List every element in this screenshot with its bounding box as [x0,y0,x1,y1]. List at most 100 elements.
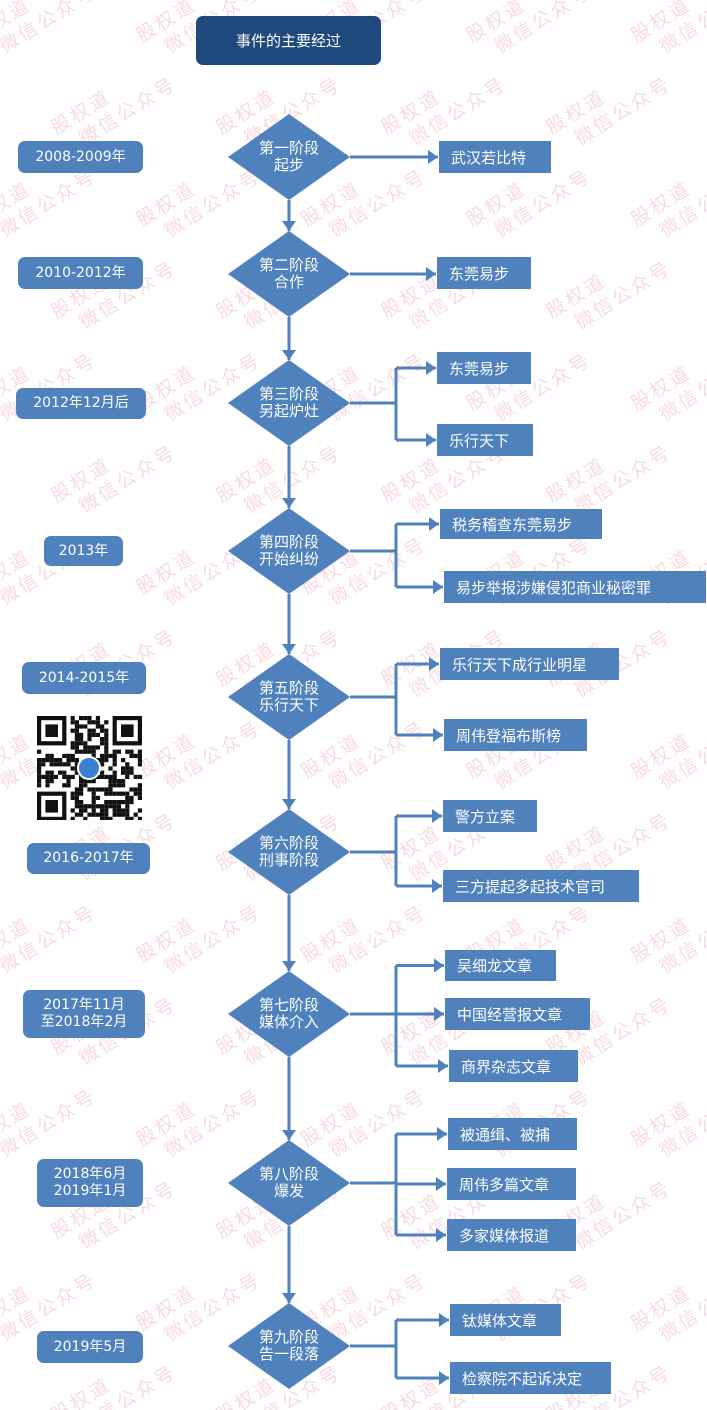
arrowhead-icon [282,221,296,231]
arrowhead-icon [436,1177,446,1191]
stage-label: 第二阶段合作 [228,231,350,317]
arrowhead-icon [282,1293,296,1303]
event-box: 东莞易步 [437,257,531,289]
stage-name: 媒体介入 [258,1013,319,1031]
stage-diamond: 第九阶段告一段落 [228,1303,350,1389]
stage-number: 第四阶段 [258,533,319,551]
diamond-shape [228,1303,350,1389]
arrowhead-icon [432,879,442,893]
diamond-shape [228,231,350,317]
stage-name: 刑事阶段 [258,851,319,869]
stage-name: 另起炉灶 [258,402,319,420]
stage-label: 第七阶段媒体介入 [228,971,350,1057]
event-box: 多家媒体报道 [447,1219,576,1251]
stage-diamond: 第五阶段乐行天下 [228,654,350,740]
event-box: 检察院不起诉决定 [450,1362,611,1394]
arrowhead-icon [426,361,436,375]
stage-number: 第二阶段 [258,256,319,274]
event-box: 周伟多篇文章 [447,1168,576,1200]
diamond-shape [228,508,350,594]
stage-date: 2013年 [44,536,123,566]
event-box: 乐行天下 [437,424,533,456]
stage-label: 第六阶段刑事阶段 [228,809,350,895]
stage-diamond: 第二阶段合作 [228,231,350,317]
stage-number: 第一阶段 [258,139,319,157]
event-box: 中国经营报文章 [445,998,590,1030]
event-box: 武汉若比特 [439,141,551,173]
stage-label: 第八阶段爆发 [228,1140,350,1226]
stage-name: 开始纠纷 [258,550,319,568]
event-box: 易步举报涉嫌侵犯商业秘密罪 [444,571,706,603]
stage-diamond: 第七阶段媒体介入 [228,971,350,1057]
diamond-shape [228,114,350,200]
event-box: 吴细龙文章 [445,950,556,981]
stage-number: 第九阶段 [258,1328,319,1346]
arrowhead-icon [428,150,438,164]
stage-label: 第一阶段起步 [228,114,350,200]
event-box: 三方提起多起技术官司 [443,870,639,902]
event-box: 警方立案 [443,800,537,832]
stage-diamond: 第六阶段刑事阶段 [228,809,350,895]
event-box: 乐行天下成行业明星 [440,648,619,680]
stage-number: 第六阶段 [258,834,319,852]
stage-date: 2012年12月后 [16,388,146,419]
arrowhead-icon [282,961,296,971]
arrowhead-icon [439,1313,449,1327]
diamond-shape [228,971,350,1057]
stage-date: 2008-2009年 [18,141,143,173]
diamond-shape [228,809,350,895]
stage-date: 2016-2017年 [27,843,150,874]
arrowhead-icon [432,809,442,823]
stage-number: 第三阶段 [258,385,319,403]
arrowhead-icon [426,267,436,281]
diamond-shape [228,360,350,446]
arrowhead-icon [439,1371,449,1385]
event-box: 商界杂志文章 [449,1050,578,1082]
arrowhead-icon [433,580,443,594]
event-box: 周伟登福布斯榜 [444,719,587,751]
qr-code [37,716,142,820]
arrowhead-icon [437,1127,447,1141]
arrowhead-icon [436,1228,446,1242]
stage-name: 合作 [273,273,304,291]
arrowhead-icon [434,1007,444,1021]
stage-name: 爆发 [273,1182,304,1200]
event-box: 税务稽查东莞易步 [440,509,602,539]
diamond-shape [228,654,350,740]
stage-date: 2019年5月 [37,1331,143,1363]
stage-number: 第五阶段 [258,679,319,697]
event-box: 钛媒体文章 [450,1304,561,1336]
stage-name: 乐行天下 [258,696,319,714]
stage-date: 2017年11月 至2018年2月 [23,990,145,1038]
stage-label: 第四阶段开始纠纷 [228,508,350,594]
stage-date: 2018年6月 2019年1月 [37,1159,143,1207]
arrowhead-icon [433,728,443,742]
arrowhead-icon [282,350,296,360]
arrowhead-icon [282,1130,296,1140]
diagram-title: 事件的主要经过 [196,16,381,65]
stage-label: 第五阶段乐行天下 [228,654,350,740]
stage-label: 第九阶段告一段落 [228,1303,350,1389]
stage-date: 2014-2015年 [22,662,146,694]
arrowhead-icon [429,517,439,531]
arrowhead-icon [426,433,436,447]
stage-label: 第三阶段另起炉灶 [228,360,350,446]
stage-name: 告一段落 [258,1345,319,1363]
event-box: 东莞易步 [437,352,531,384]
arrowhead-icon [429,657,439,671]
arrowhead-icon [434,958,444,973]
event-box: 被通缉、被捕 [448,1118,577,1150]
stage-diamond: 第一阶段起步 [228,114,350,200]
stage-diamond: 第三阶段另起炉灶 [228,360,350,446]
arrowhead-icon [438,1059,448,1073]
diamond-shape [228,1140,350,1226]
stage-diamond: 第四阶段开始纠纷 [228,508,350,594]
stage-number: 第八阶段 [258,1165,319,1183]
stage-number: 第七阶段 [258,996,319,1014]
stage-name: 起步 [273,156,304,174]
stage-diamond: 第八阶段爆发 [228,1140,350,1226]
stage-date: 2010-2012年 [18,257,143,289]
arrowhead-icon [282,498,296,508]
arrowhead-icon [282,799,296,809]
